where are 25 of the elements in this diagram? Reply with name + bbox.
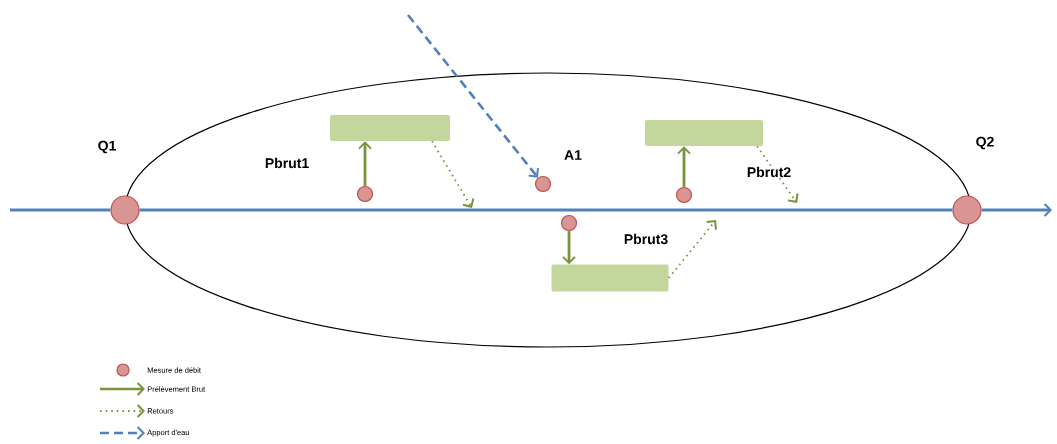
withdrawal-arrow: [358, 141, 372, 186]
withdrawal-arrow: [562, 231, 576, 265]
withdrawal-label: Pbrut3: [624, 233, 668, 245]
point-label: Q1: [98, 140, 116, 154]
withdrawal-label: Pbrut1: [265, 157, 309, 169]
withdrawal-box: [645, 120, 763, 146]
return-arrow: [756, 145, 799, 203]
withdrawal-label: Pbrut2: [747, 166, 791, 178]
point-label: Q2: [976, 136, 994, 150]
river-line: [139, 208, 953, 212]
flow-measure-circle: [534, 175, 552, 193]
return-arrow: [431, 140, 475, 208]
flow-measure-circle: [110, 195, 140, 225]
withdrawal-arrow: [677, 146, 691, 187]
river-line: [10, 208, 111, 212]
withdrawal-box: [330, 115, 450, 141]
river-line: [981, 203, 1052, 217]
return-arrow: [667, 220, 717, 279]
withdrawal-box: [551, 264, 669, 292]
point-label: A1: [564, 150, 582, 160]
flow-measure-circle: [675, 186, 693, 204]
inflow-arrow: [407, 14, 539, 178]
flow-measure-circle: [356, 185, 374, 203]
flow-measure-circle: [952, 195, 982, 225]
flow-measure-circle: [560, 214, 578, 232]
